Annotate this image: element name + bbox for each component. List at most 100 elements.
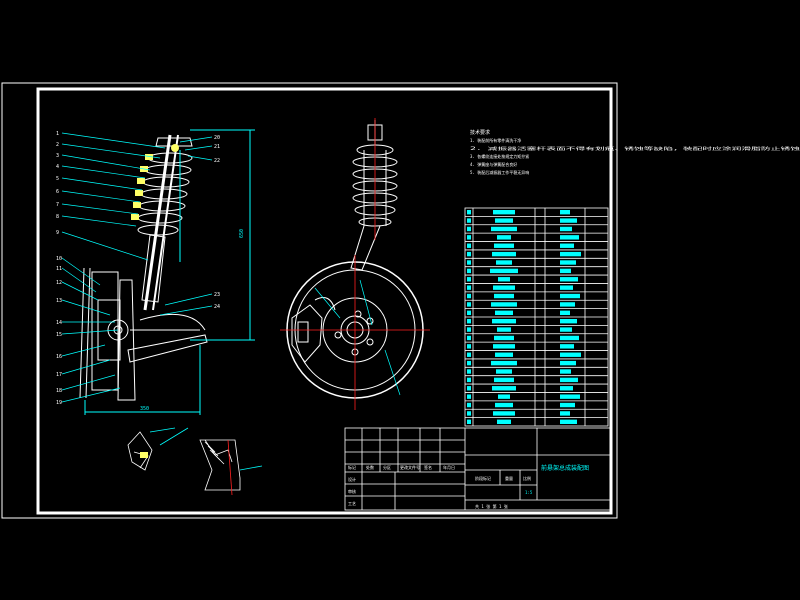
parts-row-material-mark xyxy=(560,327,572,332)
detail-views xyxy=(127,427,263,496)
sign-row-1: 处数 xyxy=(366,464,374,470)
outer-frame xyxy=(1,82,618,519)
balloon-label: 19 xyxy=(56,400,62,406)
parts-row-index-mark xyxy=(467,235,471,240)
balloon-label: 9 xyxy=(56,230,59,236)
parts-row-index-mark xyxy=(467,377,471,383)
parts-row-name-mark xyxy=(490,268,518,274)
left-leaders xyxy=(61,132,213,403)
parts-row-name-mark xyxy=(491,226,517,232)
parts-row-name-mark xyxy=(494,243,514,248)
tech-note-line: 5. 装配后减振器工作平稳无异响 xyxy=(470,169,529,175)
parts-row-material-mark xyxy=(560,386,573,391)
parts-row-index-mark xyxy=(467,310,471,315)
parts-row-index-mark xyxy=(467,277,471,282)
parts-row-index-mark xyxy=(467,344,471,349)
sign-row-4: 签名 xyxy=(424,464,432,470)
balloon-label: 18 xyxy=(56,388,62,394)
balloon-label: 16 xyxy=(56,354,62,360)
parts-row-material-mark xyxy=(560,335,579,341)
parts-row-name-mark xyxy=(495,402,513,408)
balloon-label: 4 xyxy=(56,164,59,170)
sign-row-5: 年月日 xyxy=(443,464,455,470)
left-col-2: 工艺 xyxy=(348,501,356,506)
parts-row-material-mark xyxy=(560,302,575,307)
sheet-info: 共 1 张 第 1 张 xyxy=(475,503,508,509)
parts-list xyxy=(464,207,609,427)
parts-row-index-mark xyxy=(467,352,471,357)
tech-note-line: 2. 减振器活塞杆表面不得有划痕、锈蚀等缺陷，装配时应涂润滑脂防止锈蚀 xyxy=(470,145,800,151)
balloon-label: 21 xyxy=(214,144,220,150)
left-col-0: 设计 xyxy=(348,476,356,482)
parts-row-name-mark xyxy=(492,386,516,391)
parts-row-material-mark xyxy=(560,226,572,232)
drawing-title: 前悬架总成装配图 xyxy=(541,464,589,472)
parts-row-material-mark xyxy=(560,251,581,257)
parts-row-material-mark xyxy=(560,344,574,349)
parts-row-material-mark xyxy=(560,268,571,274)
parts-row-material-mark xyxy=(560,360,576,366)
dim-width: 350 xyxy=(140,406,149,412)
parts-row-name-mark xyxy=(496,260,512,265)
balloon-label: 5 xyxy=(56,176,59,182)
parts-row-index-mark xyxy=(467,419,471,424)
parts-row-name-mark xyxy=(498,394,510,399)
parts-row-name-mark xyxy=(492,251,516,257)
parts-row-material-mark xyxy=(560,210,570,215)
balloon-label: 14 xyxy=(56,320,62,326)
balloon-label: 24 xyxy=(214,304,220,310)
parts-row-index-mark xyxy=(467,226,471,232)
parts-row-name-mark xyxy=(493,411,515,416)
balloon-label: 1 xyxy=(56,131,59,137)
balloon-label: 6 xyxy=(56,189,59,195)
sign-row-0: 标记 xyxy=(348,464,356,470)
scale-row-0: 阶段标记 xyxy=(475,475,491,481)
parts-row-name-mark xyxy=(495,310,513,315)
parts-row-index-mark xyxy=(467,369,471,374)
title-block xyxy=(344,427,611,511)
parts-row-material-mark xyxy=(560,285,573,290)
balloon-label: 2 xyxy=(56,142,59,148)
balloon-label: 23 xyxy=(214,292,220,298)
balloon-label: 10 xyxy=(56,256,62,262)
parts-row-name-mark xyxy=(494,335,514,341)
parts-row-material-mark xyxy=(560,369,571,374)
parts-row-index-mark xyxy=(467,302,471,307)
parts-row-index-mark xyxy=(467,218,471,223)
balloon-label: 20 xyxy=(214,135,220,141)
parts-row-material-mark xyxy=(560,402,575,408)
parts-row-index-mark xyxy=(467,251,471,257)
parts-row-material-mark xyxy=(560,235,579,240)
parts-row-name-mark xyxy=(496,369,512,374)
balloon-label: 22 xyxy=(214,158,220,164)
front-leaders xyxy=(314,279,401,396)
balloon-label: 13 xyxy=(56,298,62,304)
parts-row-material-mark xyxy=(560,419,577,424)
parts-row-name-mark xyxy=(497,327,511,332)
title-block-text: 标记 处数 分区 更改文件号 签名 年月日 设计 审核 工艺 阶段标记 重量 比… xyxy=(348,464,589,509)
tech-notes-heading: 技术要求 xyxy=(470,129,490,136)
balloon-label: 15 xyxy=(56,332,62,338)
parts-row-index-mark xyxy=(467,319,471,324)
parts-row-name-mark xyxy=(498,277,510,282)
parts-row-name-mark xyxy=(491,302,517,307)
parts-row-material-mark xyxy=(560,243,574,248)
sign-row-2: 分区 xyxy=(383,464,391,470)
sign-row-3: 更改文件号 xyxy=(400,464,420,470)
balloon-label: 12 xyxy=(56,280,62,286)
parts-row-index-mark xyxy=(467,335,471,341)
parts-row-material-mark xyxy=(560,377,578,383)
parts-row-name-mark xyxy=(494,293,514,299)
parts-row-name-mark xyxy=(495,352,513,357)
parts-row-material-mark xyxy=(560,310,570,315)
parts-row-index-mark xyxy=(467,210,471,215)
parts-row-material-mark xyxy=(560,394,580,399)
parts-row-name-mark xyxy=(492,319,516,324)
dim-height: 650 xyxy=(239,229,245,238)
parts-row-material-mark xyxy=(560,319,577,324)
balloon-label: 8 xyxy=(56,214,59,220)
balloon-label: 17 xyxy=(56,372,62,378)
parts-row-index-mark xyxy=(467,293,471,299)
